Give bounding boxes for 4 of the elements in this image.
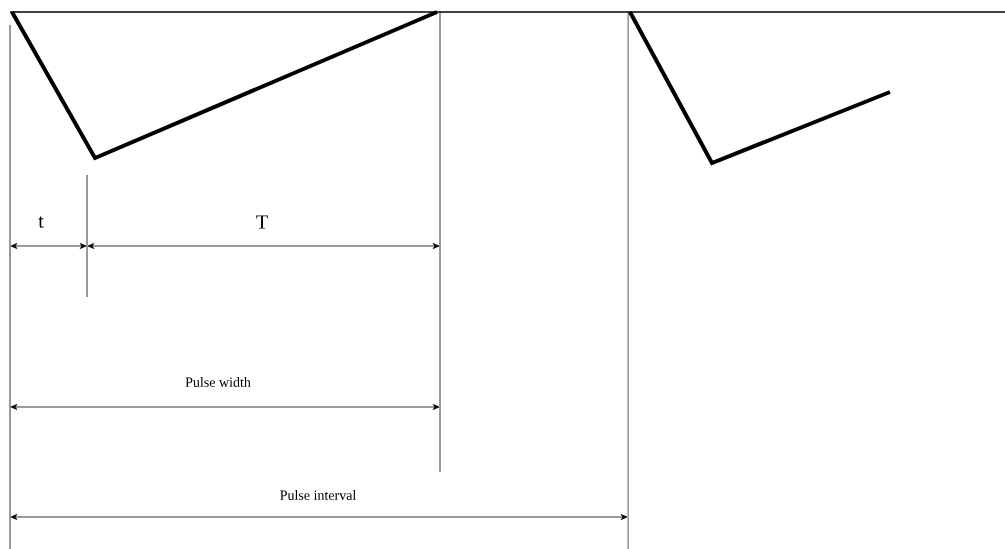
dimension-label: t: [38, 216, 44, 228]
dimension-label: T: [256, 215, 268, 229]
dimension-label: Pulse interval: [280, 490, 357, 500]
dimension-label: Pulse width: [185, 377, 251, 387]
